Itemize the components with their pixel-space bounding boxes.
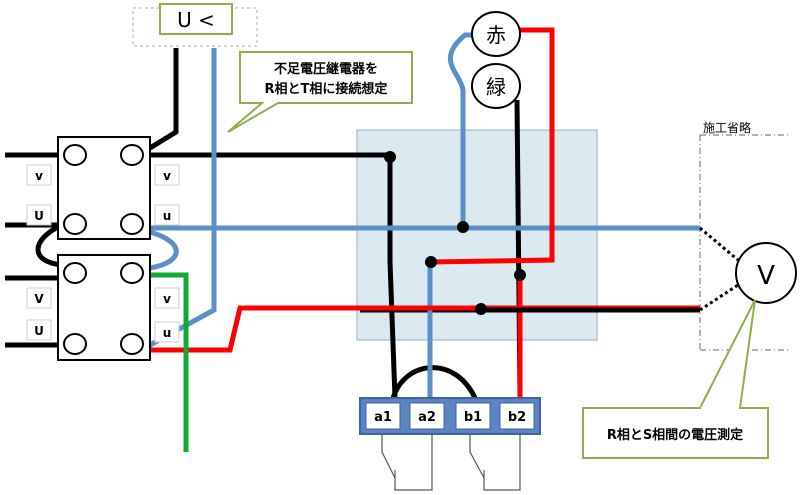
- transformer-bottom-terminal-3: [63, 333, 87, 355]
- relay-label: U <: [177, 8, 215, 32]
- label-box-top-rb: [154, 204, 180, 226]
- label-top-lt: v: [35, 169, 43, 183]
- omitted-label: 施工省略: [703, 120, 751, 135]
- relay-callout-line2: R相とT相に接続想定: [265, 81, 388, 97]
- wire-blue-loop: [149, 229, 179, 271]
- terminal-block: a1 a2 b1 b2: [359, 397, 541, 435]
- undervoltage-relay: U <: [132, 3, 258, 47]
- label-box-top-lt: [26, 164, 52, 186]
- wire-blue-lamp: [447, 32, 490, 228]
- label-top-rt: v: [163, 169, 171, 183]
- switch-contacts: [381, 434, 521, 491]
- junction-dot-4: [514, 269, 526, 281]
- label-top-rb: u: [163, 209, 172, 223]
- label-bot-rb: u: [163, 326, 172, 340]
- lamp-green-label: 緑: [486, 75, 506, 99]
- junction-dot-1: [384, 151, 396, 163]
- label-bot-rt: v: [163, 292, 171, 306]
- terminal-a1-box: [365, 402, 401, 430]
- transformer-bottom-terminal-1: [63, 262, 87, 284]
- junction-dot-5: [475, 303, 487, 315]
- wire-black-relay: [148, 48, 179, 151]
- wire-green-ground: [150, 272, 189, 452]
- wire-black-to-a1: [387, 155, 398, 399]
- wire-black-jumper: [390, 365, 478, 400]
- label-box-bot-rb: [154, 321, 180, 343]
- terminal-b1-label: b1: [464, 410, 482, 425]
- lamp-red-body: [471, 11, 521, 57]
- label-box-bot-rt: [154, 287, 180, 309]
- label-box-top-lb: [26, 204, 52, 226]
- label-bot-lt: V: [34, 292, 44, 306]
- lamp-green: 緑: [471, 63, 521, 109]
- terminal-a1-label: a1: [374, 410, 392, 425]
- wire-red-lamp: [429, 27, 555, 265]
- lamp-red: 赤: [471, 11, 521, 57]
- voltmeter-label: V: [757, 261, 775, 291]
- terminal-b1-box: [455, 402, 491, 430]
- lamp-green-body: [471, 63, 521, 109]
- label-box-top-rt: [154, 164, 180, 186]
- wire-transformer-link: [35, 222, 64, 268]
- transformer-bottom: [57, 254, 151, 361]
- terminal-b2-box: [499, 402, 535, 430]
- terminal-a2-box: [409, 402, 445, 430]
- transformer-top-terminal-2: [120, 144, 144, 166]
- wire-voltmeter-lead-2: [699, 283, 739, 312]
- junction-dot-2: [457, 221, 469, 233]
- terminal-labels: v U v u V U v u: [26, 164, 180, 343]
- wire-red-phase: [150, 305, 700, 353]
- contact-a: [381, 434, 433, 491]
- transformer-bottom-terminal-4: [120, 333, 144, 355]
- transformer-top-terminal-3: [63, 213, 87, 235]
- terminal-a2-label: a2: [418, 410, 436, 425]
- wire-voltmeter-lead-1: [699, 226, 739, 262]
- measure-callout-text: R相とS相間の電圧測定: [607, 427, 743, 443]
- omitted-section: 施工省略: [699, 120, 790, 351]
- transformer-top-terminal-4: [120, 213, 144, 235]
- label-box-bot-lt: [26, 287, 52, 309]
- measure-callout: R相とS相間の電圧測定: [582, 299, 769, 459]
- junction-dot-3: [425, 256, 437, 268]
- transformer-top: [57, 136, 151, 240]
- measure-callout-box: [582, 407, 769, 459]
- relay-callout: 不足電圧継電器を R相とT相に接続想定: [227, 51, 413, 133]
- terminal-b2-label: b2: [508, 410, 526, 425]
- voltmeter: V: [735, 242, 797, 304]
- transformer-bottom-terminal-2: [120, 262, 144, 284]
- lamp-red-label: 赤: [486, 23, 506, 47]
- relay-callout-shape: [227, 51, 413, 133]
- relay-label-box: [159, 3, 233, 35]
- transformer-top-terminal-1: [63, 144, 87, 166]
- label-bot-lb: U: [34, 324, 44, 338]
- measure-callout-pointer: [699, 299, 756, 409]
- label-top-lb: U: [34, 209, 44, 223]
- voltmeter-body: [735, 242, 797, 304]
- contact-b: [469, 434, 521, 491]
- label-box-bot-lb: [26, 319, 52, 341]
- relay-callout-line1: 不足電圧継電器を: [274, 61, 378, 77]
